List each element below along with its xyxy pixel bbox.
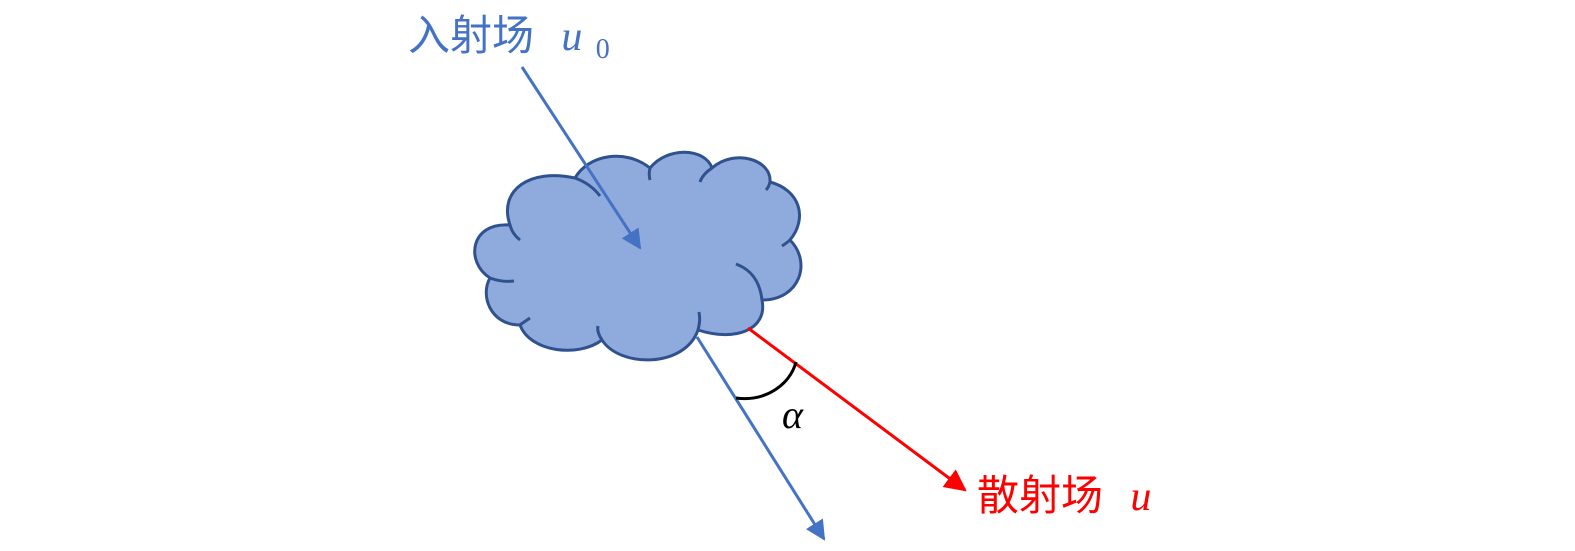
cloud-inner-curve — [574, 176, 602, 197]
incident-field-label: 入射场 u 0 — [408, 11, 610, 65]
scattering-angle-arc — [735, 361, 798, 401]
incident-field-symbol: u — [561, 14, 582, 60]
cloud-inner-curve — [647, 167, 652, 181]
scattered-field-text: 散射场 — [977, 471, 1103, 520]
cloud-inner-curve — [764, 181, 772, 192]
cloud-inner-curve — [735, 262, 764, 301]
scattering-angle-label: α — [782, 392, 804, 437]
cloud-inner-curve — [519, 316, 531, 327]
cloud-inner-curve — [781, 238, 792, 248]
scatterer-cloud — [473, 150, 803, 362]
cloud-inner-curve — [698, 166, 713, 183]
forward-direction-arrow — [695, 336, 826, 541]
scattered-field-arrow — [747, 326, 967, 492]
cloud-inner-curve — [596, 325, 604, 341]
incident-field-arrow — [520, 66, 642, 250]
cloud-inner-curve — [508, 224, 521, 242]
scattered-field-symbol: u — [1130, 474, 1151, 520]
incident-field-subscript: 0 — [596, 34, 610, 65]
incident-field-text: 入射场 — [408, 11, 534, 60]
cloud-body — [473, 150, 803, 362]
cloud-inner-curve — [696, 311, 702, 331]
cloud-inner-curve — [489, 276, 515, 283]
scattered-field-label: 散射场 u — [977, 471, 1151, 520]
